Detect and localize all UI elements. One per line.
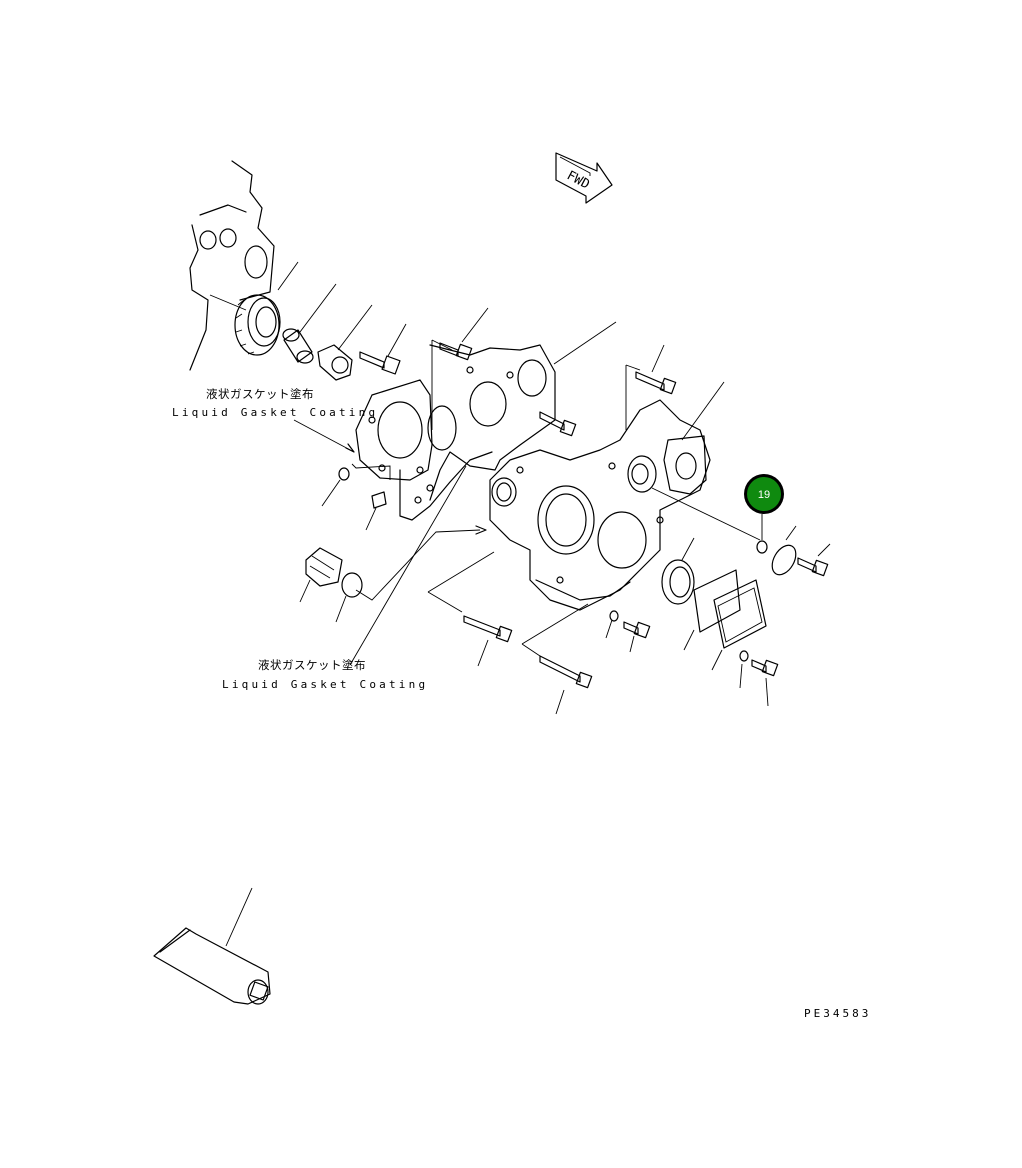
bolt-top-right [625,344,677,430]
plug [299,547,343,603]
fwd-arrow-icon: FWD [555,152,613,204]
coating-leaders [293,419,487,666]
dowel-pin [365,491,387,531]
annotation-bottom: 液状ガスケット塗布 Liquid Gasket Coating [222,658,428,691]
plug-o-ring [335,572,363,623]
timing-plate [399,339,556,521]
gasket-tube [153,887,271,1005]
seal-ring [491,477,517,507]
bolt-small [359,323,407,375]
cover-plate [711,579,767,671]
engine-block-outline [189,160,275,371]
washer-bolt-2 [739,650,779,707]
front-cover-housing [489,381,725,611]
long-bolt-2 [521,603,593,715]
bushing [282,283,337,364]
annotation-bottom-japanese: 液状ガスケット塗布 [258,658,366,672]
timing-gear [234,261,299,356]
bolt-right [797,543,831,577]
o-ring-left [321,467,350,507]
annotation-bottom-english: Liquid Gasket Coating [222,678,428,691]
long-bolt-1 [427,551,513,667]
washer-bolt-1 [605,610,651,653]
callout-badge[interactable]: 19 [744,474,784,540]
figure-code: PE34583 [804,1007,871,1020]
idler-shaft [317,304,373,381]
oil-seal [661,537,695,605]
o-ring-19 [651,487,768,554]
annotation-top-english: Liquid Gasket Coating [172,406,378,419]
front-gasket [355,379,433,481]
small-cover [771,525,797,576]
bolt-mid [539,321,617,437]
cover-gasket [683,569,741,651]
annotation-top-japanese: 液状ガスケット塗布 [206,387,314,401]
bolt-top-1 [439,307,489,361]
annotation-top: 液状ガスケット塗布 Liquid Gasket Coating [172,387,378,419]
callout-number: 19 [758,489,770,501]
